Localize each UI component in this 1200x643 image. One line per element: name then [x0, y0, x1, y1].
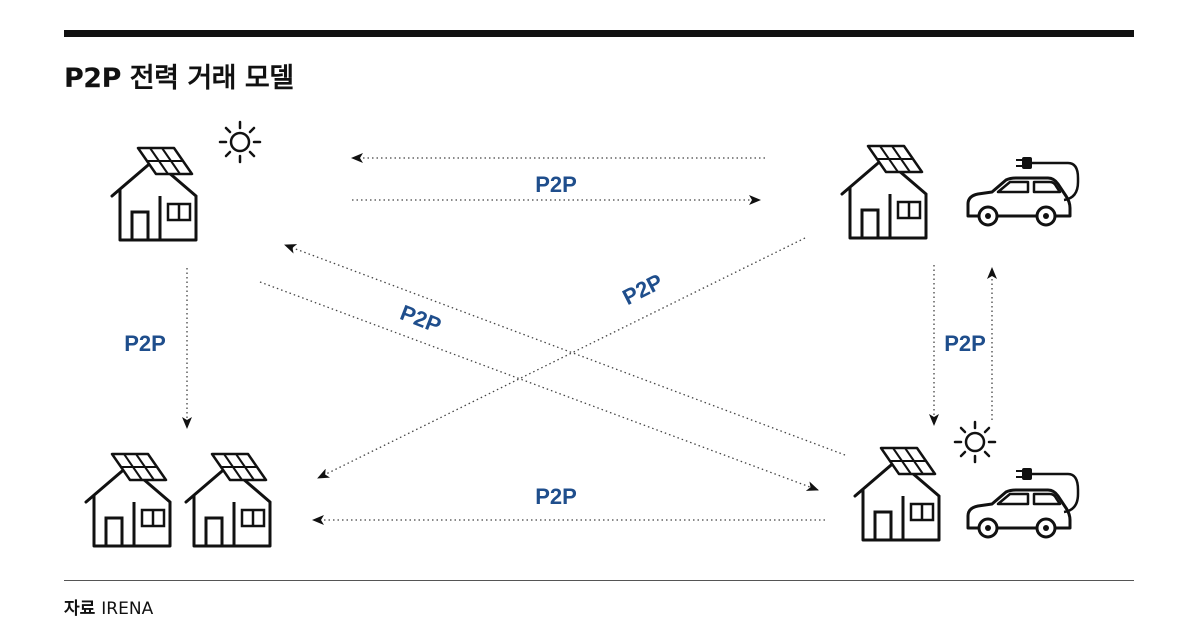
source-value: IRENA: [101, 599, 154, 619]
bottom-rule: [64, 580, 1134, 581]
sun-icon: [953, 420, 997, 464]
arrow-tl-to-br: [259, 281, 819, 491]
top-rule: [64, 30, 1134, 37]
p2p-label-diagonal-down: P2P: [397, 300, 445, 338]
node-bottom-left: [84, 452, 272, 548]
p2p-label-left: P2P: [124, 331, 166, 356]
p2p-label-top: P2P: [535, 172, 577, 197]
house-icon: [184, 452, 272, 548]
house-icon: [840, 144, 928, 240]
charging-plug-icon: [1014, 466, 1042, 482]
charging-cable: [1040, 472, 1080, 514]
charging-plug-icon: [1014, 155, 1042, 171]
arrow-tr-to-bl: [317, 237, 806, 479]
page-title: P2P 전력 거래 모델: [64, 63, 294, 94]
sun-icon: [218, 120, 262, 164]
p2p-label-right: P2P: [944, 331, 986, 356]
p2p-label-diagonal-up: P2P: [618, 269, 666, 310]
source-label: 자료: [64, 599, 96, 619]
arrow-br-to-tl: [284, 244, 846, 456]
electric-car-icon: [966, 176, 1072, 227]
charging-cable: [1040, 161, 1080, 202]
node-top-left: [110, 120, 262, 242]
house-icon: [110, 146, 198, 242]
house-icon: [84, 452, 172, 548]
node-top-right: [840, 144, 1080, 240]
house-icon: [853, 446, 941, 542]
p2p-label-bottom: P2P: [535, 484, 577, 509]
electric-car-icon: [966, 488, 1072, 539]
node-bottom-right: [853, 420, 1080, 542]
